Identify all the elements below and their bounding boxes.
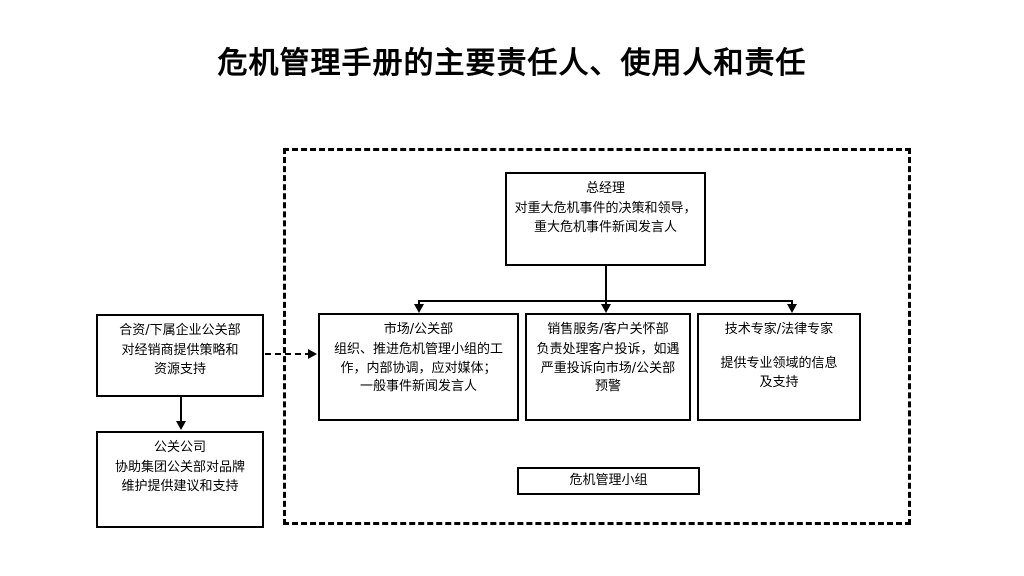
node-joint-venture-pr[interactable]: 合资/下属企业公关部 对经销商提供策略和 资源支持 xyxy=(96,314,264,397)
connector-gm-trunk xyxy=(605,265,607,301)
node-sales-customer-care-line-3: 预警 xyxy=(594,379,621,395)
node-sales-customer-care-line-2: 严重投诉向市场/公关部 xyxy=(540,360,676,376)
arrowhead-marketing-icon xyxy=(414,304,424,313)
connector-gm-to-marketing xyxy=(418,300,420,306)
node-general-manager-line-1: 对重大危机事件的决策和领导， xyxy=(514,201,697,217)
node-marketing-pr-title: 市场/公关部 xyxy=(383,322,454,337)
node-marketing-pr-line-2: 作，内部协调，应对媒体； xyxy=(340,360,497,376)
node-pr-agency[interactable]: 公关公司 协助集团公关部对品牌 维护提供建议和支持 xyxy=(96,431,264,528)
arrowhead-expert-icon xyxy=(787,304,797,313)
connector-jv-to-pr-agency xyxy=(180,397,182,423)
node-pr-agency-title: 公关公司 xyxy=(153,440,206,455)
node-pr-agency-line-1: 协助集团公关部对品牌 xyxy=(114,460,245,476)
node-joint-venture-pr-title: 合资/下属企业公关部 xyxy=(119,323,241,338)
connector-jv-to-marketing xyxy=(265,353,311,355)
arrowhead-pr-agency-icon xyxy=(176,421,186,430)
node-general-manager-title: 总经理 xyxy=(585,181,625,196)
node-technical-legal-expert[interactable]: 技术专家/法律专家 提供专业领域的信息 及支持 xyxy=(697,313,861,421)
node-technical-legal-expert-line-2: 及支持 xyxy=(759,374,799,390)
page-title: 危机管理手册的主要责任人、使用人和责任 xyxy=(217,46,807,81)
crisis-team-group-boundary xyxy=(283,148,911,525)
connector-gm-to-sales xyxy=(605,300,607,306)
connector-gm-to-expert xyxy=(791,300,793,306)
arrowhead-sales-icon xyxy=(601,304,611,313)
node-pr-agency-line-2: 维护提供建议和支持 xyxy=(121,478,239,494)
node-joint-venture-pr-line-1: 对经销商提供策略和 xyxy=(121,343,239,359)
node-marketing-pr[interactable]: 市场/公关部 组织、推进危机管理小组的工 作，内部协调，应对媒体； 一般事件新闻… xyxy=(318,313,519,421)
node-sales-customer-care[interactable]: 销售服务/客户关怀部 负责处理客户投诉，如遇 严重投诉向市场/公关部 预警 xyxy=(525,313,691,421)
node-technical-legal-expert-line-1: 提供专业领域的信息 xyxy=(720,356,838,372)
node-crisis-team-label-text: 危机管理小组 xyxy=(569,472,648,488)
node-sales-customer-care-line-1: 负责处理客户投诉，如遇 xyxy=(536,342,680,358)
node-general-manager-line-2: 重大危机事件新闻发言人 xyxy=(533,219,677,235)
node-crisis-team-label[interactable]: 危机管理小组 xyxy=(517,467,700,495)
node-marketing-pr-line-1: 组织、推进危机管理小组的工 xyxy=(333,342,503,358)
node-sales-customer-care-title: 销售服务/客户关怀部 xyxy=(547,322,669,337)
node-general-manager[interactable]: 总经理 对重大危机事件的决策和领导， 重大危机事件新闻发言人 xyxy=(505,172,706,266)
arrowhead-jv-to-marketing-icon xyxy=(308,349,317,359)
node-marketing-pr-line-3: 一般事件新闻发言人 xyxy=(359,379,477,395)
node-joint-venture-pr-line-2: 资源支持 xyxy=(153,361,206,377)
node-technical-legal-expert-title: 技术专家/法律专家 xyxy=(724,322,834,337)
node-technical-legal-expert-spacer xyxy=(705,341,853,355)
